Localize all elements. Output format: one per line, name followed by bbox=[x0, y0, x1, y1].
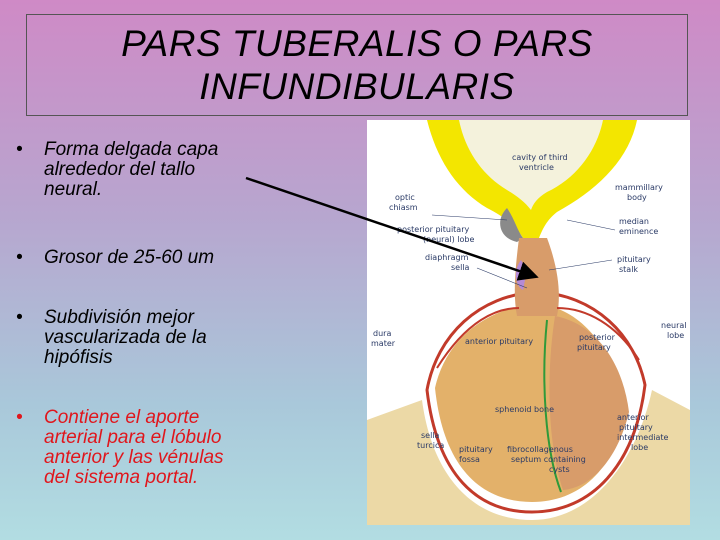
bullet-line: neural. bbox=[44, 179, 103, 200]
label-pituitary-stalk: pituitary bbox=[617, 255, 651, 264]
bullet-marker: • bbox=[16, 247, 23, 268]
label-dura-mater: mater bbox=[371, 339, 396, 348]
label-intermediate-lobe: lobe bbox=[631, 443, 648, 452]
label-fibrocollagenous-septum: fibrocollagenous bbox=[507, 445, 573, 454]
label-posterior-pituitary-lobe: (neural) lobe bbox=[423, 235, 474, 244]
label-posterior-pituitary: posterior bbox=[579, 333, 616, 342]
bullet-text: Grosor de 25-60 um bbox=[44, 248, 316, 268]
diaphragm-line bbox=[556, 307, 640, 361]
bullet-text: Contiene el aporte arterial para el lóbu… bbox=[44, 408, 316, 488]
label-pituitary-fossa: fossa bbox=[459, 455, 480, 464]
label-mammillary: mammillary bbox=[615, 183, 663, 192]
label-median-eminence: eminence bbox=[619, 227, 658, 236]
label-anterior-pituitary: anterior pituitary bbox=[465, 337, 533, 346]
label-pituitary-stalk: stalk bbox=[619, 265, 638, 274]
label-sella-turcica: turcica bbox=[417, 441, 444, 450]
title-box: PARS TUBERALIS O PARS INFUNDIBULARIS bbox=[26, 14, 688, 116]
bullet-line: Forma delgada capa bbox=[44, 139, 219, 160]
label-pointer bbox=[566, 219, 616, 231]
label-pointer bbox=[431, 214, 508, 221]
label-pointer bbox=[548, 259, 613, 271]
pituitary-diagram: cavity of third ventricle optic chiasm m… bbox=[367, 120, 690, 525]
bullet-line: del sistema portal. bbox=[44, 467, 199, 488]
bullet-line: alrededor del tallo bbox=[44, 159, 196, 180]
bullet-item: • Contiene el aporte arterial para el ló… bbox=[16, 408, 316, 488]
label-intermediate-lobe: anterior bbox=[617, 413, 649, 422]
slide-title-line-2: INFUNDIBULARIS bbox=[199, 66, 515, 107]
label-neural-lobe: neural bbox=[661, 321, 686, 330]
bullet-item: • Forma delgada capa alrededor del tallo… bbox=[16, 140, 316, 200]
label-pituitary-fossa: pituitary bbox=[459, 445, 493, 454]
bullet-marker: • bbox=[16, 139, 23, 160]
bullet-line: Subdivisión mejor bbox=[44, 307, 194, 328]
bullet-line: Contiene el aporte bbox=[44, 407, 200, 428]
slide-title-line-1: PARS TUBERALIS O PARS bbox=[121, 23, 593, 64]
bullet-text: Forma delgada capa alrededor del tallo n… bbox=[44, 140, 316, 200]
posterior-pituitary-shape bbox=[549, 316, 629, 490]
label-posterior-pituitary: pituitary bbox=[577, 343, 611, 352]
diaphragm-line bbox=[436, 307, 520, 369]
label-dura-mater: dura bbox=[373, 329, 391, 338]
label-mammillary: body bbox=[627, 193, 647, 202]
label-diaphragm: diaphragm bbox=[425, 253, 469, 262]
bullet-item: • Grosor de 25-60 um bbox=[16, 248, 316, 268]
label-sella-turcica: sella bbox=[421, 431, 440, 440]
bullet-marker: • bbox=[16, 407, 23, 428]
sphenoid-bone-shape bbox=[367, 390, 690, 525]
bullet-line: anterior y las vénulas bbox=[44, 447, 224, 468]
pituitary-diagram-svg: cavity of third ventricle optic chiasm m… bbox=[367, 120, 690, 525]
label-median-eminence: median bbox=[619, 217, 649, 226]
label-optic-chiasm: chiasm bbox=[389, 203, 418, 212]
label-cavity: ventricle bbox=[519, 163, 554, 172]
bullet-marker: • bbox=[16, 307, 23, 328]
bullet-text: Subdivisión mejor vascularizada de la hi… bbox=[44, 308, 316, 368]
bullet-line: hipófisis bbox=[44, 347, 113, 368]
label-fibrocollagenous-septum: septum containing bbox=[511, 455, 586, 464]
label-diaphragm: sella bbox=[451, 263, 470, 272]
label-posterior-pituitary-lobe: posterior pituitary bbox=[397, 225, 469, 234]
intermediate-lobe-line bbox=[543, 319, 562, 493]
label-optic-chiasm: optic bbox=[395, 193, 415, 202]
label-intermediate-lobe: intermediate bbox=[617, 433, 669, 442]
bullet-line: vascularizada de la bbox=[44, 327, 207, 348]
bullet-line: arterial para el lóbulo bbox=[44, 427, 222, 448]
label-cavity: cavity of third bbox=[512, 153, 568, 162]
label-sphenoid-bone: sphenoid bone bbox=[495, 405, 554, 414]
ventricle-cavity-shape bbox=[459, 120, 603, 210]
bullet-line: Grosor de 25-60 um bbox=[44, 247, 215, 268]
label-fibrocollagenous-septum: cysts bbox=[549, 465, 570, 474]
label-neural-lobe: lobe bbox=[667, 331, 684, 340]
bullet-item: • Subdivisión mejor vascularizada de la … bbox=[16, 308, 316, 368]
label-intermediate-lobe: pituitary bbox=[619, 423, 653, 432]
